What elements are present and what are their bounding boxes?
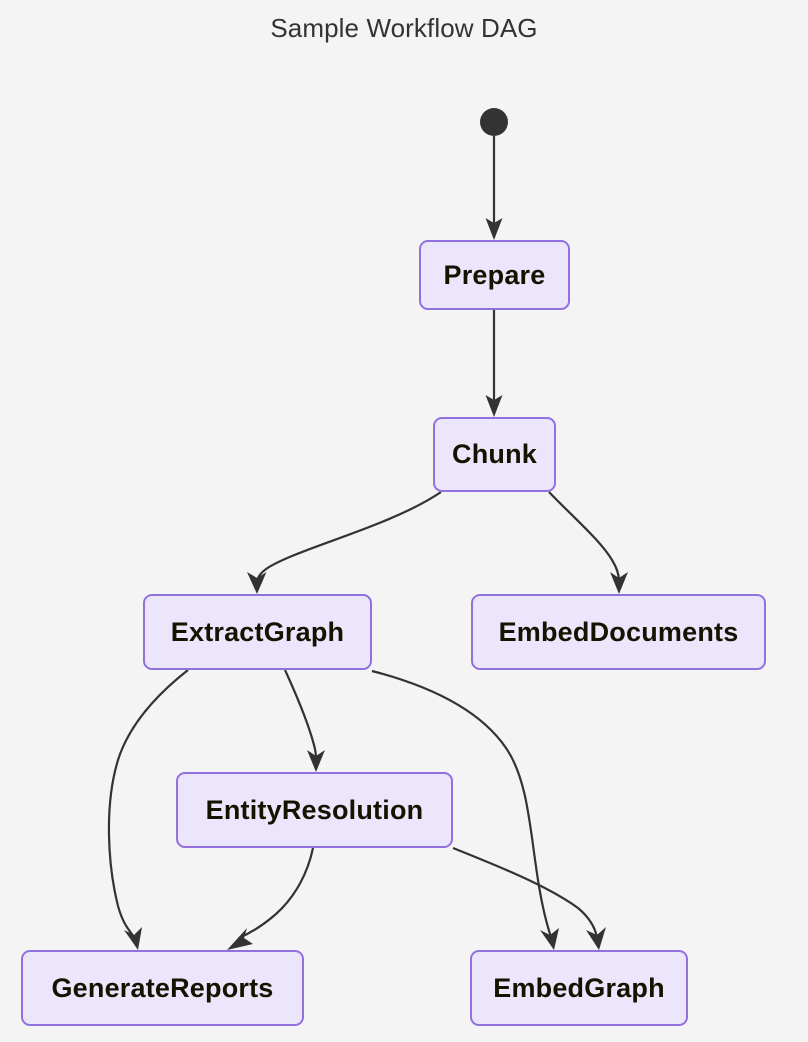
edge-entityresolution-to-embedgraph (452, 846, 606, 950)
node-entityresolution[interactable]: EntityResolution (176, 772, 453, 848)
node-prepare[interactable]: Prepare (419, 240, 570, 310)
edge-prepare-to-chunk (485, 310, 503, 417)
edge-extractgraph-to-entityresolution (284, 669, 325, 772)
node-label-generatereports: GenerateReports (51, 972, 274, 1003)
edge-chunk-to-embeddocuments (548, 491, 628, 594)
node-label-prepare: Prepare (443, 259, 546, 290)
diagram-title: Sample Workflow DAG (270, 13, 538, 43)
node-label-entityresolution: EntityResolution (205, 794, 424, 825)
edge-start-to-prepare (485, 136, 503, 240)
start-node-dot (480, 108, 508, 136)
edge-chunk-to-extractgraph (247, 491, 442, 594)
node-label-embedgraph: EmbedGraph (493, 972, 665, 1003)
edge-extractgraph-to-generatereports (107, 669, 189, 950)
node-embedgraph[interactable]: EmbedGraph (470, 950, 688, 1026)
node-label-chunk: Chunk (452, 439, 537, 469)
node-label-extractgraph: ExtractGraph (170, 616, 345, 647)
edge-entityresolution-to-generatereports (227, 847, 315, 950)
node-generatereports[interactable]: GenerateReports (21, 950, 304, 1026)
node-extractgraph[interactable]: ExtractGraph (143, 594, 372, 670)
node-chunk[interactable]: Chunk (433, 417, 556, 492)
node-embeddocuments[interactable]: EmbedDocuments (471, 594, 766, 670)
edge-extractgraph-to-embedgraph (371, 669, 559, 950)
node-label-embeddocuments: EmbedDocuments (498, 616, 739, 647)
